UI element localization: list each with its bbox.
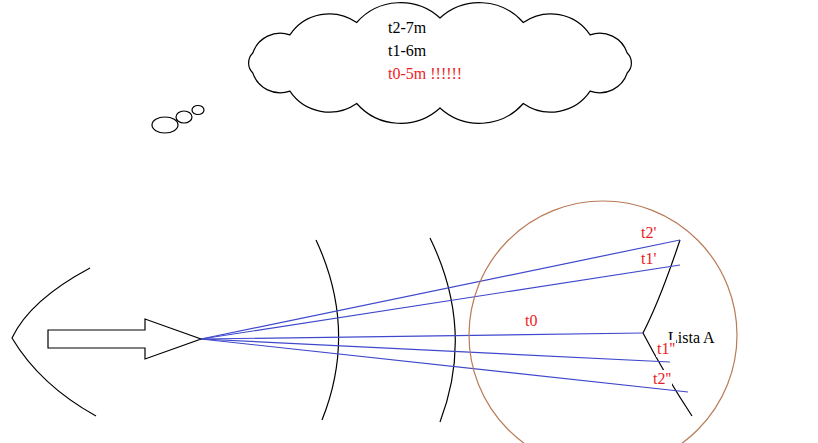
thought-text: t1-6m [388,39,650,62]
circle-outline [469,201,737,443]
ray-line [201,333,643,339]
ray-label: t1' [640,250,657,267]
ray-label: t0 [524,312,538,329]
thought-bubble [176,111,192,123]
thought-cloud: t2-7mt1-6mt0-5m !!!!!! [230,0,650,126]
wave-front-arc [430,238,455,422]
region-circle: Lista A [468,200,738,443]
thought-bubble [192,106,204,115]
ray-label: t2' [640,224,657,241]
thought-text: t2-7m [388,16,650,39]
ray-label: t1'' [656,340,676,357]
wave-front-arc [316,240,339,420]
region-circle-outline [468,200,738,443]
direction-arrow [48,319,201,359]
cloud-outline [249,3,632,124]
thought-text: t0-5m !!!!!! [388,62,650,85]
ray-label: t2'' [652,370,672,387]
thought-cloud-outline [230,0,650,126]
ray-line [201,339,688,392]
ray-line [201,265,680,339]
ray-line [201,240,680,339]
thought-bubble [152,117,178,133]
ray-line [201,339,670,362]
